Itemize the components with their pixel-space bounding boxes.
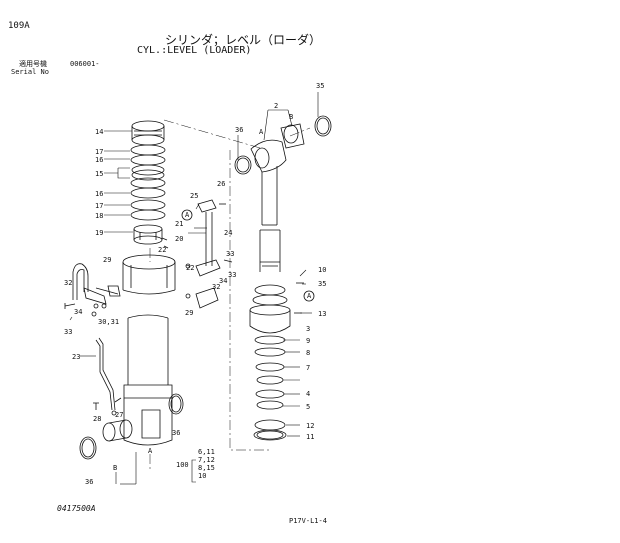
ref-letter-a-3: A [259,128,264,136]
label-part-30-31: 30,31 [98,318,119,326]
part-labels: 14 17 16 15 16 17 18 19 21 20 22 25 26 2… [64,82,326,486]
ref-letter-a-2: A [307,292,312,300]
label-group-2: 7,12 [198,456,215,464]
label-part-22b: 22 [186,264,194,272]
label-part-5: 5 [306,403,310,411]
title-japanese: シリンダ；レベル（ローダ） [165,33,322,47]
label-part-17: 17 [95,148,103,156]
label-part-19: 19 [95,229,103,237]
page-reference: P17V-L1-4 [289,517,327,525]
label-part-12: 12 [306,422,314,430]
bracket-assembly [161,199,233,309]
cylinder-head [122,254,176,295]
rod-cover-and-seals [249,282,304,441]
label-part-34: 34 [219,277,227,285]
leader-lines [69,92,319,485]
page-code: 109A [8,21,30,31]
label-part-13: 13 [318,310,326,318]
ref-letter-b-2: B [113,464,117,472]
label-part-14: 14 [95,128,103,136]
label-part-10: 10 [318,266,326,274]
label-part-100: 100 [176,461,189,469]
label-part-23: 23 [72,353,80,361]
label-part-24: 24 [224,229,232,237]
label-part-18: 18 [95,212,103,220]
label-part-32b: 32 [64,279,72,287]
ref-circles [181,209,315,302]
label-part-25: 25 [190,192,198,200]
label-part-15: 15 [95,170,103,178]
label-part-28: 28 [93,415,101,423]
label-part-21: 21 [175,220,183,228]
drawing-number: 0417500A [57,504,96,513]
serial-number-value: 006001- [70,60,100,68]
label-part-35: 35 [316,82,324,90]
label-part-7: 7 [306,364,310,372]
label-part-33c: 33 [64,328,72,336]
label-part-9: 9 [306,337,310,345]
rod-end-bushing [79,393,184,460]
pipe-and-clamps [64,263,122,416]
cylinder-tube [123,314,173,446]
label-part-29: 29 [103,256,111,264]
label-part-36c: 36 [235,126,243,134]
label-part-8: 8 [306,349,310,357]
title-english: CYL.:LEVEL (LOADER) [137,45,252,56]
ref-letter-a-4: A [148,447,153,455]
label-part-26: 26 [217,180,225,188]
label-part-32: 32 [212,283,220,291]
label-group-4: 10 [198,472,206,480]
label-part-22: 22 [158,246,166,254]
label-part-36: 36 [172,429,180,437]
label-part-3: 3 [306,325,310,333]
serial-label-english: Serial No [11,68,49,76]
label-part-16: 16 [95,156,103,164]
label-part-4: 4 [306,390,310,398]
label-part-35b: 35 [318,280,326,288]
ref-letter-a-1: A [185,211,190,219]
label-part-16b: 16 [95,190,103,198]
label-part-20: 20 [175,235,183,243]
label-part-34b: 34 [74,308,82,316]
ref-letter-b-1: B [289,113,293,121]
center-lines [149,119,311,470]
label-group-3: 8,15 [198,464,215,472]
rod-assembly [234,115,332,272]
label-part-29b: 29 [185,309,193,317]
label-part-2: 2 [274,102,278,110]
serial-label-japanese: 適用号機 [19,60,47,68]
label-part-11: 11 [306,433,314,441]
label-group-1: 6,11 [198,448,215,456]
label-part-33b: 33 [228,271,236,279]
label-part-33: 33 [226,250,234,258]
label-part-36b: 36 [85,478,93,486]
piston-seal-stack [130,120,166,245]
label-part-17b: 17 [95,202,103,210]
label-part-27: 27 [115,411,123,419]
